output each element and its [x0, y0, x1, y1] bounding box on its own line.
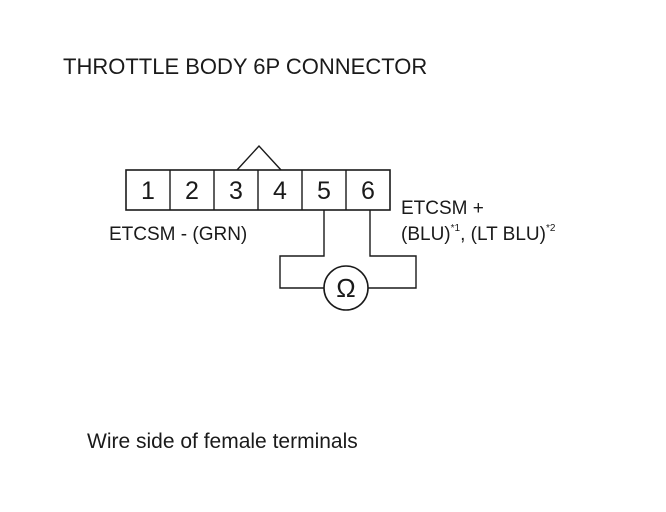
pin-2: 2: [185, 177, 199, 205]
connector-housing: [125, 169, 391, 211]
wire-color-blu: (BLU): [401, 224, 451, 245]
footnote-1: *1: [451, 223, 461, 234]
ohm-symbol: Ω: [336, 273, 355, 303]
pin-4: 4: [273, 177, 287, 205]
pin-5: 5: [317, 177, 331, 205]
diagram-caption: Wire side of female terminals: [87, 430, 358, 453]
footnote-2: *2: [546, 223, 556, 234]
diagram-title: THROTTLE BODY 6P CONNECTOR: [63, 54, 427, 79]
label-etcsm-plus-wire-colors: (BLU)*1, (LT BLU)*2: [401, 223, 556, 245]
ohmmeter-icon: Ω: [323, 265, 369, 311]
label-etcsm-plus: ETCSM +: [401, 198, 484, 219]
connector-lock-tab: [236, 144, 282, 171]
pin-3: 3: [229, 177, 243, 205]
test-lead-minus: [279, 210, 325, 289]
pin-6: 6: [361, 177, 375, 205]
wire-color-lt-blu: , (LT BLU): [460, 224, 546, 245]
pin-1: 1: [141, 177, 155, 205]
label-etcsm-minus: ETCSM - (GRN): [109, 224, 247, 245]
test-lead-plus: [368, 210, 417, 289]
